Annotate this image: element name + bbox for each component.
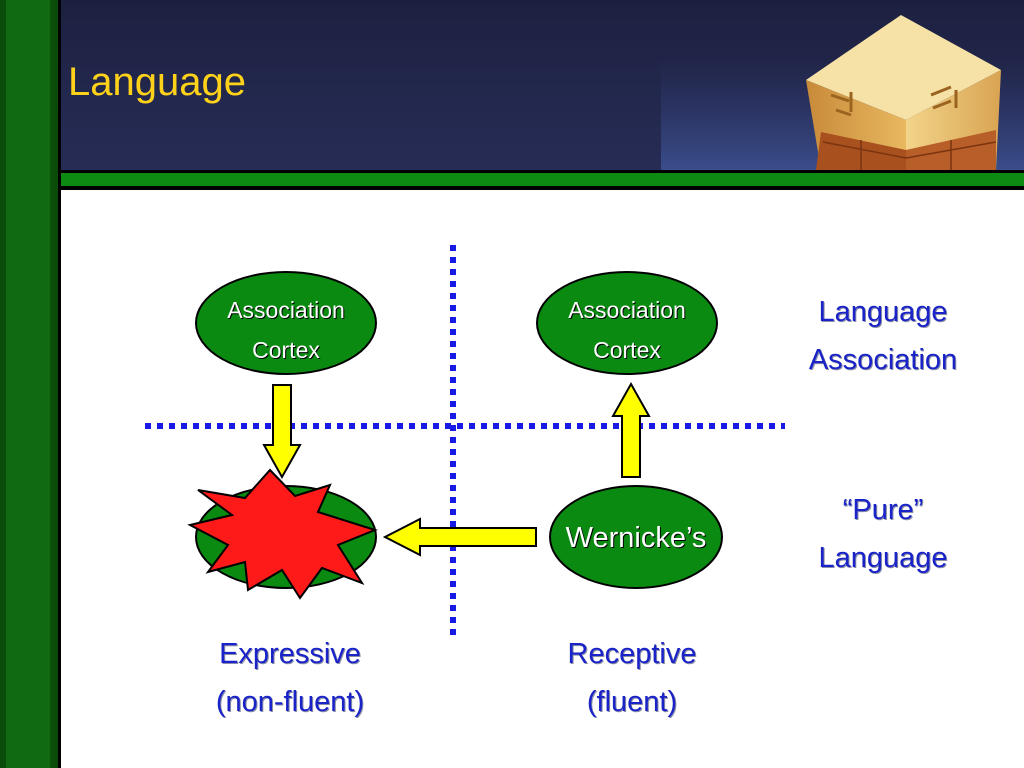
down-arrow bbox=[262, 384, 302, 480]
right-association-line2: Cortex bbox=[593, 337, 661, 363]
slide-header bbox=[61, 0, 1024, 170]
row-label-top-line2: Association bbox=[808, 344, 958, 376]
row-label-language-association: Language Association bbox=[780, 288, 986, 384]
right-association-line1: Association bbox=[568, 297, 686, 323]
left-arrow bbox=[382, 517, 537, 557]
right-association-oval bbox=[536, 271, 718, 375]
column-label-left-line2: (non-fluent) bbox=[215, 686, 365, 718]
left-association-oval bbox=[195, 271, 377, 375]
column-label-expressive: Expressive (non-fluent) bbox=[180, 630, 400, 726]
column-label-right-line2: (fluent) bbox=[586, 686, 678, 718]
left-accent-bar-inner bbox=[6, 0, 50, 768]
right-association-label: Association Cortex bbox=[537, 290, 717, 370]
left-association-label: Association Cortex bbox=[196, 290, 376, 370]
slide-title: Language bbox=[68, 60, 246, 104]
left-association-line2: Cortex bbox=[252, 337, 320, 363]
column-label-receptive: Receptive (fluent) bbox=[522, 630, 742, 726]
wernicke-label: Wernicke’s bbox=[565, 522, 707, 554]
left-association-line1: Association bbox=[227, 297, 345, 323]
starburst-icon bbox=[187, 468, 378, 600]
row-label-bottom-line2: Language bbox=[818, 542, 948, 574]
column-label-left-line1: Expressive bbox=[219, 638, 361, 670]
row-label-top-line1: Language bbox=[818, 296, 948, 328]
wernicke-oval bbox=[549, 485, 723, 589]
row-label-bottom-line1: “Pure” bbox=[842, 494, 924, 526]
stone-pillar-icon bbox=[661, 15, 1024, 170]
left-accent-bar bbox=[0, 0, 61, 768]
row-label-pure-language: “Pure” Language bbox=[780, 486, 986, 582]
header-divider-green bbox=[61, 173, 1024, 186]
up-arrow bbox=[611, 381, 651, 478]
column-label-right-line1: Receptive bbox=[567, 638, 697, 670]
